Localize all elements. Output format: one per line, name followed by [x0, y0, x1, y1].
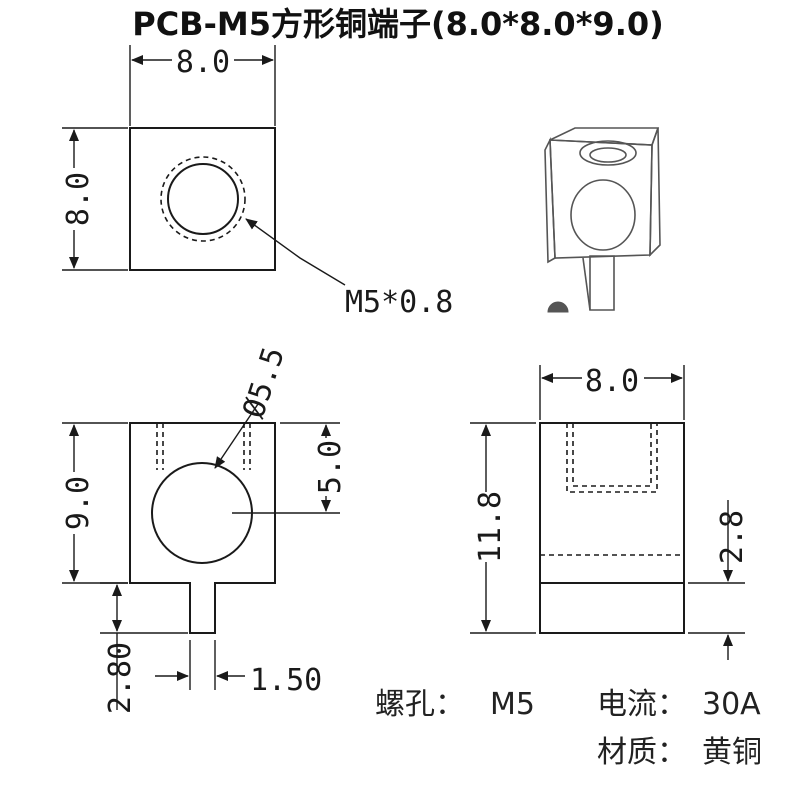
side-base-height-label: 2.8 [715, 510, 750, 564]
iso-pin [589, 255, 615, 311]
thread-label: M5*0.8 [345, 285, 453, 320]
page-title: PCB-M5方形铜端子(8.0*8.0*9.0) [132, 5, 664, 43]
material-spec-label: 材质： [597, 735, 687, 770]
pin-width-label: 1.50 [250, 663, 322, 698]
thread-hole-inner [167, 163, 239, 235]
hole-spec-value: M5 [490, 687, 535, 722]
side-total-height-label: 11.8 [473, 491, 508, 563]
side-view-body [539, 422, 685, 634]
top-view-body [129, 127, 276, 271]
iso-top-hole [579, 140, 637, 166]
specs-panel: 螺孔： M5 电流： 30A 材质： 黄铜 [375, 687, 762, 770]
front-view-body [129, 422, 276, 634]
current-spec-label: 电流： [597, 687, 687, 722]
top-height-label: 8.0 [61, 172, 96, 226]
isometric-view [544, 127, 661, 313]
iso-side-hole [570, 179, 636, 251]
diameter-label: Ø5.5 [236, 343, 292, 423]
diameter-leader [214, 403, 259, 469]
pin-length-label: 2.80 [103, 642, 138, 714]
top-view: 8.0 8.0 M5*0.8 [58, 44, 453, 320]
front-height-label: 9.0 [61, 476, 96, 530]
thread-hole-outer [160, 156, 246, 242]
material-spec-value: 黄铜 [702, 735, 762, 770]
current-spec-value: 30A [702, 687, 761, 722]
hole-center-label: 5.0 [313, 440, 348, 494]
side-width-label: 8.0 [585, 364, 639, 399]
hole-spec-label: 螺孔： [375, 687, 465, 722]
top-width-label: 8.0 [176, 45, 230, 80]
front-view: Ø5.5 9.0 5.0 2.80 1.50 [58, 343, 348, 714]
thread-leader-line [245, 218, 346, 286]
side-view: 8.0 11.8 2.8 [470, 362, 750, 660]
